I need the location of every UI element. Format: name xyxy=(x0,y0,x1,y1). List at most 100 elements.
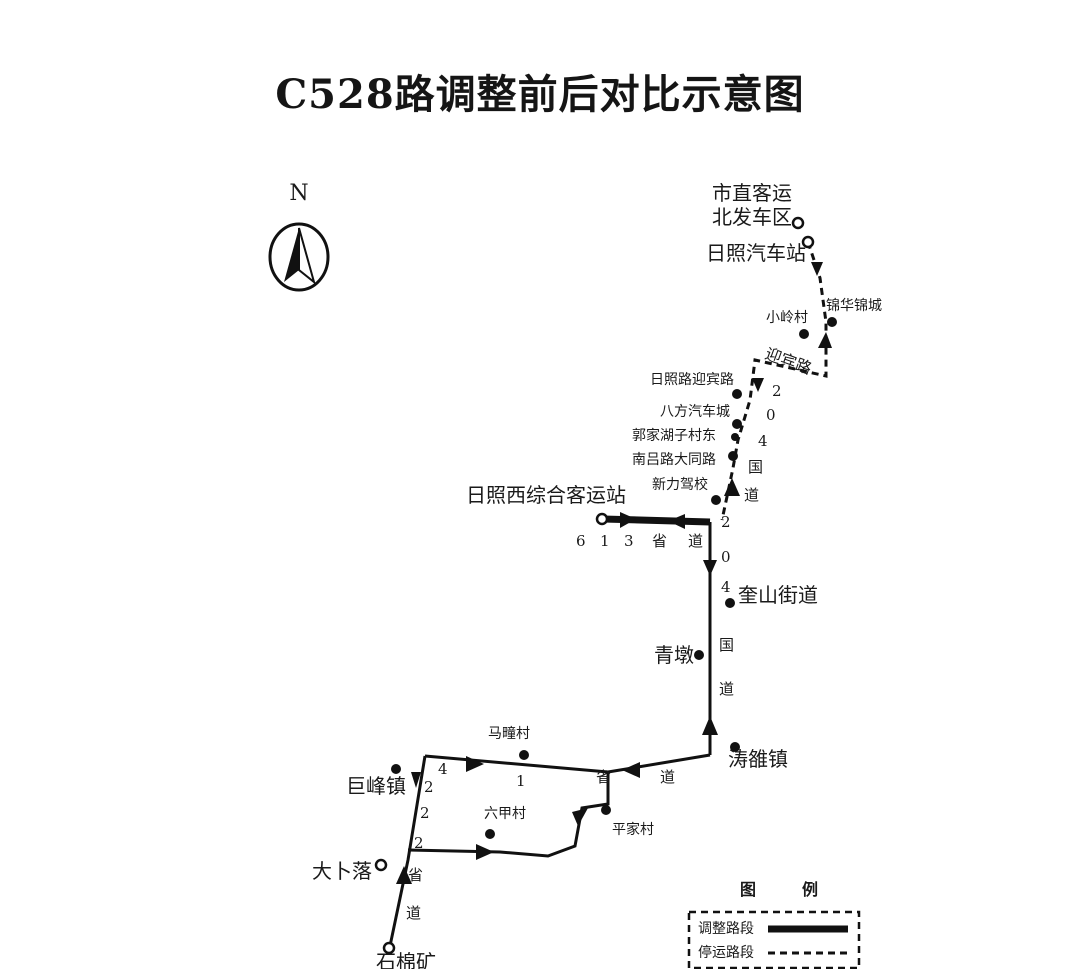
road-g204s-2: 4 xyxy=(721,578,731,596)
label-taoluo: 涛雒镇 xyxy=(728,747,788,771)
label-guojia: 郭家湖子村东 xyxy=(632,427,716,444)
compass-label: N xyxy=(289,181,308,206)
stop-jufeng xyxy=(391,764,401,774)
route-s224 xyxy=(388,755,427,947)
label-terminal-north-1: 市直客运 xyxy=(712,181,792,205)
stop-liujia xyxy=(485,829,495,839)
shimian-marker xyxy=(382,941,396,955)
road-g204n-0: 2 xyxy=(772,382,782,400)
stop-mazhai xyxy=(519,750,529,760)
label-rizhao-rd-yingbin: 日照路迎宾路 xyxy=(650,372,734,388)
arrow-11 xyxy=(476,844,494,860)
road-g204n-1: 0 xyxy=(766,406,776,424)
route-loop xyxy=(407,772,610,858)
label-bafang: 八方汽车城 xyxy=(660,403,730,420)
road-s613-3: 省 xyxy=(652,532,667,550)
legend-title-left: 图 xyxy=(740,880,756,899)
arrow-9 xyxy=(622,762,640,778)
terminals xyxy=(374,216,815,955)
road-s224-1: 2 xyxy=(424,778,434,796)
rizhao-bus-station-marker xyxy=(801,235,815,249)
legend-adjusted-label: 调整路段 xyxy=(698,921,754,937)
arrow-6 xyxy=(668,514,685,529)
stop-taoluo xyxy=(730,742,740,752)
compass: N xyxy=(268,181,330,292)
label-rizhao-bus-station: 日照汽车站 xyxy=(706,241,806,265)
road-lower-1: 省 xyxy=(408,866,423,884)
arrow-10 xyxy=(466,756,484,772)
route-s1 xyxy=(424,754,609,774)
map-title: C528路调整前后对比示意图 xyxy=(275,71,805,118)
arrow-7 xyxy=(703,560,717,576)
road-s613-2: 3 xyxy=(624,532,634,550)
road-g204s-4: 道 xyxy=(719,680,734,698)
stop-pingjia xyxy=(601,805,611,815)
station-labels: 市直客运 北发车区 日照汽车站 锦华锦城 小岭村 迎宾路 日照路迎宾路 八方汽车… xyxy=(312,181,882,969)
west-terminal-marker xyxy=(595,512,609,526)
road-g204s-0: 2 xyxy=(721,513,731,531)
stop-kuishan xyxy=(725,598,735,608)
road-s1-sheng: 省 xyxy=(596,768,611,786)
stop-qingdun xyxy=(694,650,704,660)
arrow-13 xyxy=(411,772,421,788)
terminal-north-marker xyxy=(791,216,805,230)
label-yingbin-road: 迎宾路 xyxy=(763,344,815,378)
arrow-8 xyxy=(702,716,718,735)
road-s613-0: 6 xyxy=(576,532,586,550)
stop-guojia xyxy=(731,433,739,441)
legend: 图 例 调整路段 停运路段 xyxy=(687,880,861,969)
road-lower-0: 2 xyxy=(414,834,424,852)
road-g204n-2: 4 xyxy=(758,432,768,450)
legend-title-right: 例 xyxy=(802,880,818,899)
road-g204s-1: 0 xyxy=(721,548,731,566)
road-s613-4: 道 xyxy=(688,532,703,550)
stop-jinhua xyxy=(827,317,837,327)
label-nanlv: 南吕路大同路 xyxy=(632,452,716,468)
road-g204s-3: 国 xyxy=(719,636,734,654)
road-g204n-4: 道 xyxy=(744,486,759,504)
road-lower-2: 道 xyxy=(406,904,421,922)
label-xinli: 新力驾校 xyxy=(652,476,708,493)
road-labels: 2 0 4 国 道 2 0 4 国 道 6 1 3 省 道 省 道 1 4 2 … xyxy=(406,382,782,922)
arrow-5 xyxy=(620,512,636,528)
label-liujia: 六甲村 xyxy=(484,806,526,822)
north-arrow-icon xyxy=(268,222,330,292)
label-dabuluo: 大卜落 xyxy=(312,859,372,883)
stops xyxy=(391,317,837,839)
label-kuishan: 奎山街道 xyxy=(738,583,818,607)
direction-arrows xyxy=(396,262,832,884)
arrow-4 xyxy=(724,478,740,496)
road-g204n-3: 国 xyxy=(748,458,763,476)
arrow-12 xyxy=(572,808,588,826)
arrow-1 xyxy=(811,262,823,276)
dashed-segment-north xyxy=(720,241,828,521)
road-s224-0: 4 xyxy=(438,760,448,778)
stop-bafang xyxy=(732,419,742,429)
legend-box xyxy=(687,910,861,969)
road-s613-1: 1 xyxy=(600,532,610,550)
stop-xinli xyxy=(711,495,721,505)
dabuluo-marker xyxy=(374,858,388,872)
adjusted-route xyxy=(388,515,712,947)
label-terminal-north-2: 北发车区 xyxy=(712,205,792,229)
stop-rizhao-yingbin xyxy=(732,389,742,399)
legend-suspended-label: 停运路段 xyxy=(698,944,754,961)
label-pingjia: 平家村 xyxy=(612,821,654,838)
label-xiaoling: 小岭村 xyxy=(766,310,808,326)
road-s1-num: 1 xyxy=(516,772,526,790)
label-shimian: 石棉矿 xyxy=(376,950,436,969)
suspended-route xyxy=(720,241,828,521)
label-jinhua: 锦华锦城 xyxy=(826,297,882,314)
route-s613 xyxy=(602,515,711,526)
label-jufeng: 巨峰镇 xyxy=(346,774,406,798)
label-west-terminal: 日照西综合客运站 xyxy=(466,483,626,507)
label-qingdun: 青墩 xyxy=(654,643,694,667)
arrow-2 xyxy=(818,332,832,348)
stop-xiaoling xyxy=(799,329,809,339)
stop-nanlv xyxy=(728,451,738,461)
road-s224-2: 2 xyxy=(420,804,430,822)
arrow-14 xyxy=(396,866,412,884)
road-s1-dao: 道 xyxy=(660,768,675,786)
label-mazhai: 马疃村 xyxy=(488,725,530,742)
